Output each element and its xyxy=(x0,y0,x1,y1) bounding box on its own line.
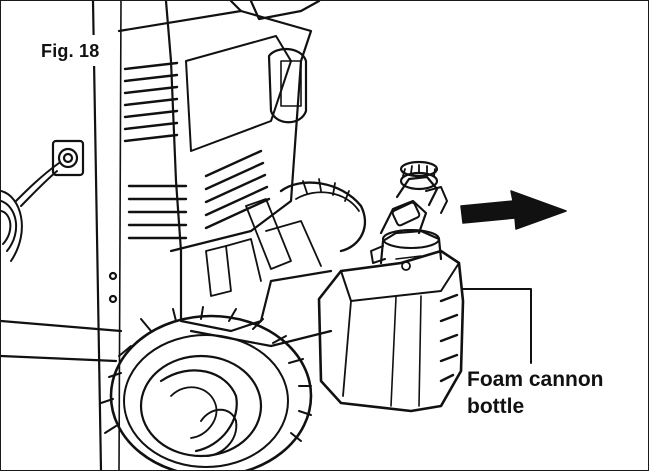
figure-number: Fig. 18 xyxy=(19,35,110,66)
rear-wheel xyxy=(279,178,367,253)
wheel xyxy=(100,306,313,470)
callout-line-1: Foam cannon xyxy=(467,368,604,391)
foam-cannon-bottle xyxy=(317,229,465,413)
direction-arrow-icon xyxy=(460,190,567,230)
callout-line-2: bottle xyxy=(467,395,525,418)
nozzle-knob xyxy=(370,160,448,264)
callout-leader-line xyxy=(462,288,532,364)
foam-cannon-callout: Foam cannon bottle xyxy=(467,366,604,420)
pressure-washer-body xyxy=(1,1,333,470)
